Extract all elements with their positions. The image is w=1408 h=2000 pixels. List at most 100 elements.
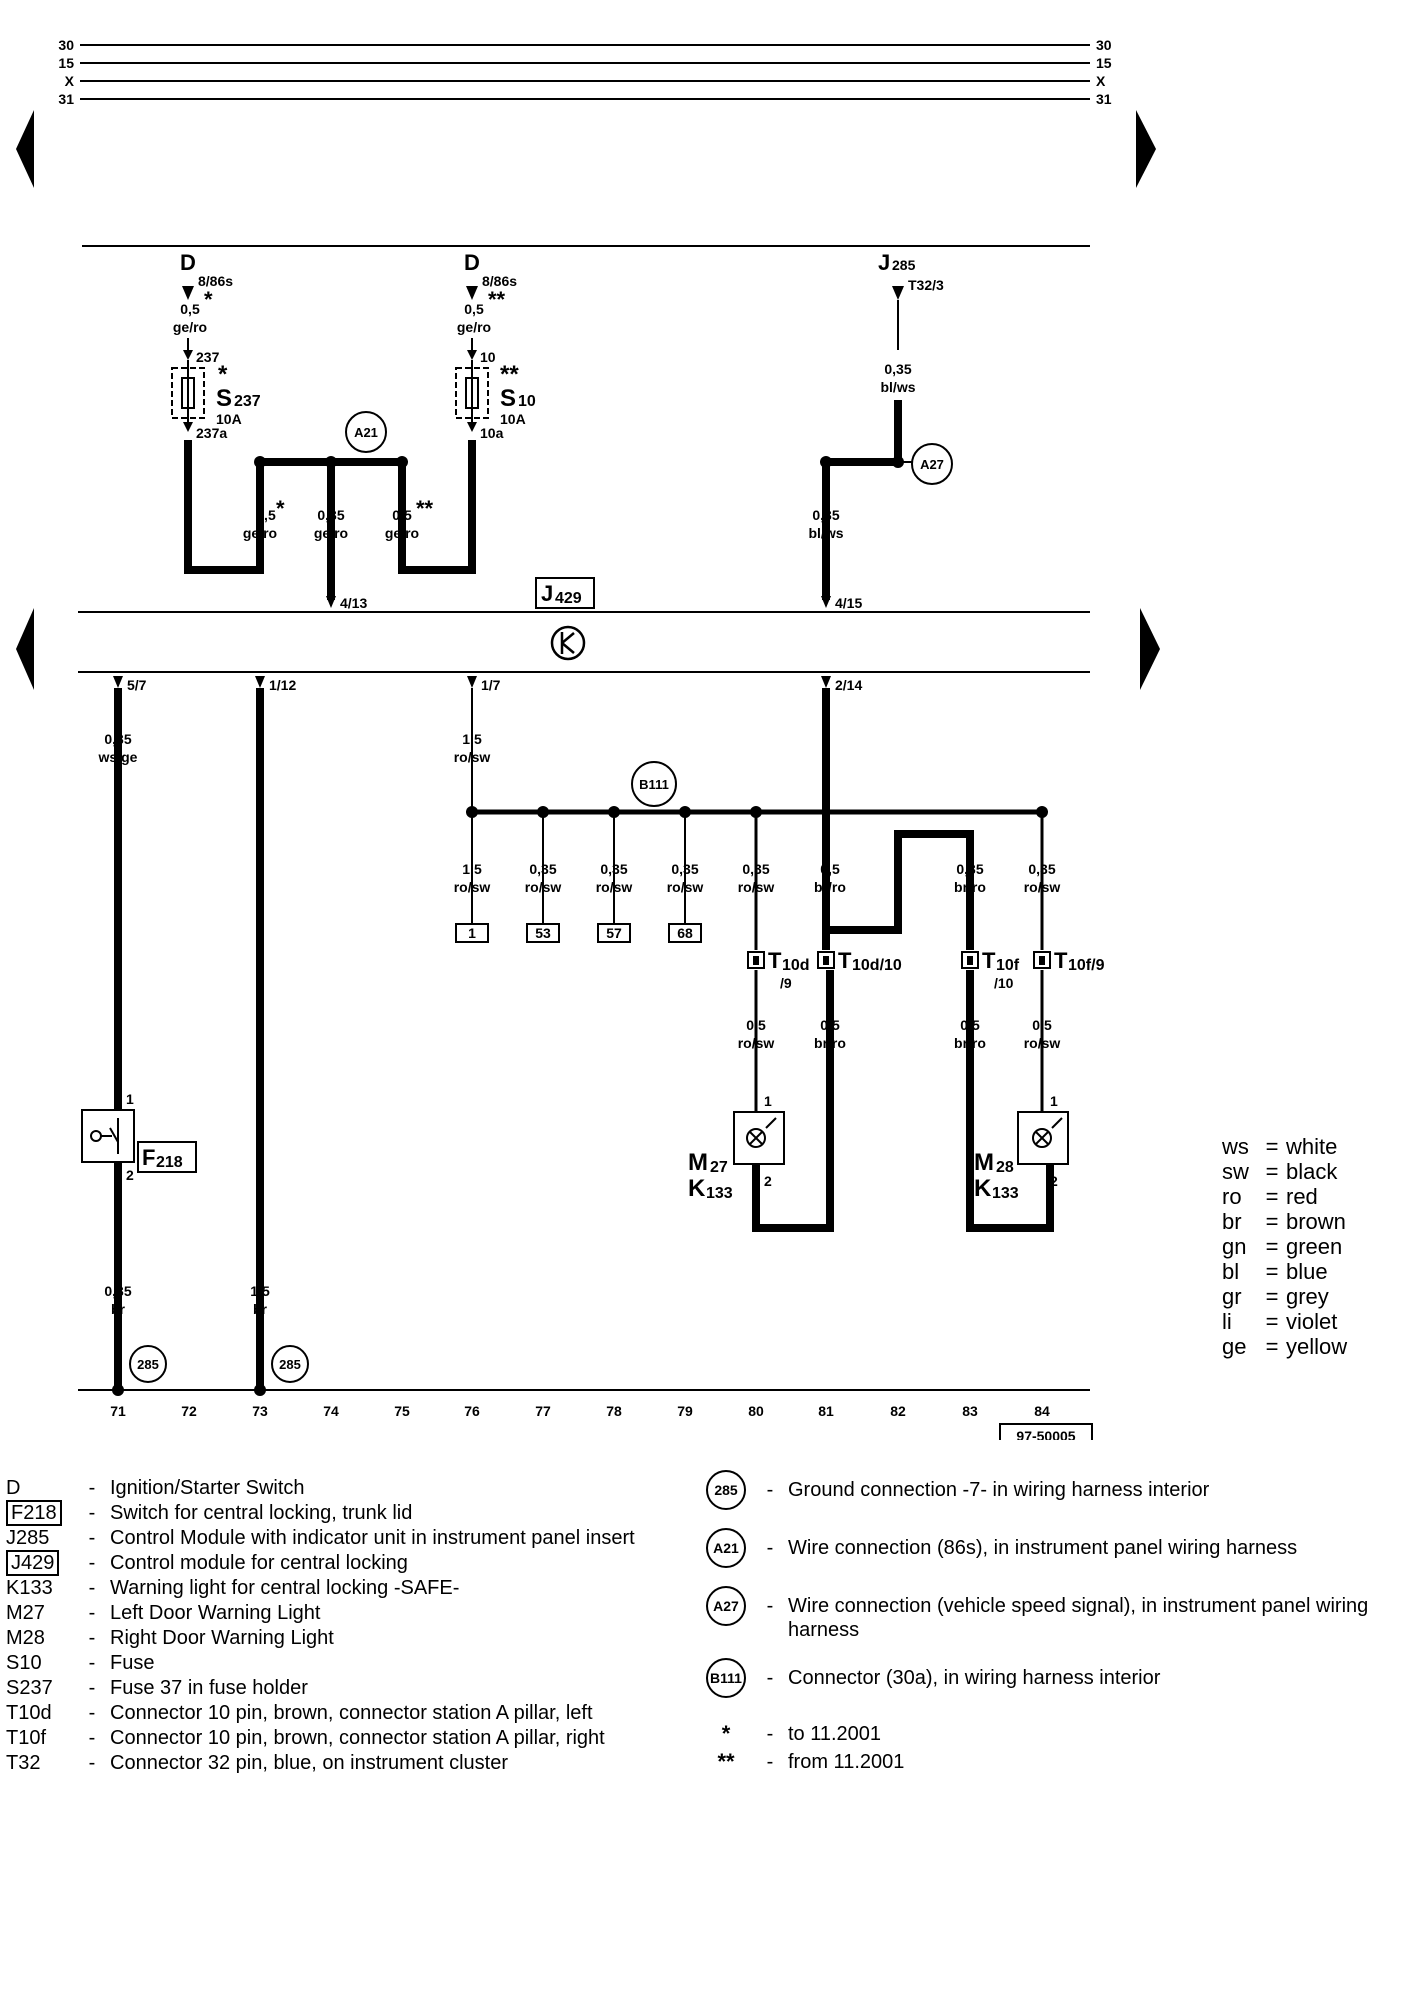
wire-a27 (822, 400, 902, 600)
ground-285-icon (271, 1345, 309, 1383)
marker-right: ** (488, 287, 506, 312)
ref-box-68[interactable] (668, 923, 702, 943)
ref-68[interactable]: 68 (677, 925, 693, 941)
b111-label: B111 (639, 777, 669, 792)
color-abbr: bl (1222, 1259, 1240, 1284)
b111-branch-color-2: ro/sw (525, 879, 562, 895)
connection-desc: Wire connection (86s), in instrument pan… (788, 1537, 1298, 1559)
color-legend-row: ro=red (1222, 1184, 1402, 1209)
ref-box-1[interactable] (455, 923, 489, 943)
legend-row: D-Ignition/Starter Switch (6, 1476, 686, 1501)
j429-sub: 429 (555, 590, 582, 607)
note-desc: from 11.2001 (788, 1751, 905, 1773)
prev-page-arrow-mid-icon[interactable] (16, 608, 34, 690)
j285-prefix: J (878, 250, 890, 275)
legend-row: J429-Control module for central locking (6, 1550, 686, 1576)
b111-connection-icon (631, 761, 677, 807)
module-pin-71: 5/7 (127, 677, 147, 693)
track-number: 79 (677, 1403, 693, 1419)
wire-crossover (822, 830, 974, 950)
dash: - (88, 1552, 96, 1574)
lower-color-1: ro/sw (738, 1035, 775, 1051)
lower-gauge-1: 0,5 (746, 1017, 766, 1033)
prev-page-arrow-top-icon[interactable] (16, 110, 34, 188)
pin-bottom-right: 10a (480, 425, 504, 441)
dash: - (766, 1537, 774, 1559)
dash: - (88, 1577, 96, 1599)
track-number: 74 (323, 1403, 339, 1419)
figure-id: 97-50005 (1016, 1428, 1075, 1440)
note-symbol: ** (717, 1749, 735, 1774)
note-symbol: * (721, 1721, 731, 1746)
dash: - (88, 1752, 96, 1774)
col73-ground: 285 (279, 1357, 301, 1372)
col71-color2: br (111, 1301, 126, 1317)
color-name: white (1286, 1134, 1338, 1159)
ref-53[interactable]: 53 (535, 925, 551, 941)
track-number: 81 (818, 1403, 834, 1419)
color-abbr: br (1222, 1209, 1242, 1234)
a21-junction: A21 0,5 * ge/ro 0,35 ge/ro 0,5 ** ge/ro (243, 411, 434, 600)
color-legend-row: gr=grey (1222, 1284, 1402, 1309)
col71-gauge: 0,35 (104, 731, 131, 747)
legend-row: A27-Wire connection (vehicle speed signa… (700, 1584, 1400, 1642)
switch-contact-icon (90, 1130, 102, 1142)
b111-branch-color-3: ro/sw (596, 879, 633, 895)
m28-prefix: M (974, 1149, 994, 1176)
wire-s10 (398, 440, 476, 574)
ref-box-53[interactable] (526, 923, 560, 943)
component-code: J285 (6, 1527, 50, 1549)
fuse-rating-right: 10A (500, 411, 526, 427)
legend-row: A21-Wire connection (86s), in instrument… (700, 1526, 1400, 1570)
next-page-arrow-mid-icon[interactable] (1140, 608, 1160, 690)
fuse-holder-left (171, 367, 205, 419)
track-number: 76 (464, 1403, 480, 1419)
lamp-left-pin-top: 1 (764, 1093, 772, 1109)
legend-row: S10-Fuse (6, 1651, 686, 1676)
ref-box-57[interactable] (597, 923, 631, 943)
component-code: F218 (6, 1500, 62, 1526)
wire-s237 (184, 440, 264, 574)
b111-branch-gauge-5: 0,35 (742, 861, 769, 877)
dash: - (88, 1652, 96, 1674)
equals-sign: = (1265, 1284, 1279, 1309)
note-row: **-from 11.2001 (700, 1750, 1400, 1774)
switch-terminal-arrow-left-icon (182, 286, 194, 300)
pin-top-left: 237 (196, 349, 220, 365)
b111-branch-color-4: ro/sw (667, 879, 704, 895)
electronic-module-icon (550, 625, 586, 661)
dash: - (88, 1702, 96, 1724)
color-abbr: ge (1222, 1334, 1247, 1359)
dash: - (88, 1627, 96, 1649)
next-page-arrow-top-icon[interactable] (1136, 110, 1156, 188)
connection-desc: Connector (30a), in wiring harness inter… (788, 1667, 1161, 1689)
ref-1[interactable]: 1 (468, 925, 476, 941)
switch-terminal-right: 8/86s (482, 273, 517, 289)
component-desc: Control module for central locking (110, 1552, 408, 1574)
fuse-s237-circuit: D 8/86s * 0,5 ge/ro 237 * S 237 10A 237a (171, 250, 264, 574)
track-number: 77 (535, 1403, 551, 1419)
a27-connection-icon (911, 443, 953, 485)
track-number: 80 (748, 1403, 764, 1419)
t10d10-prefix: T (838, 948, 852, 973)
b111-branch-color-6: br/ro (954, 879, 986, 895)
b111-branch-gauge-3: 0,35 (600, 861, 627, 877)
equals-sign: = (1265, 1234, 1279, 1259)
a21-connection-icon (345, 411, 387, 453)
dash: - (766, 1595, 774, 1617)
wire-color-legend: ws=white sw=black ro=red br=brown gn=gre… (1222, 1134, 1402, 1359)
ref-57[interactable]: 57 (606, 925, 622, 941)
legend-row: F218-Switch for central locking, trunk l… (6, 1500, 686, 1526)
equals-sign: = (1265, 1334, 1279, 1359)
rail-x-label-right: X (1096, 73, 1106, 89)
col71-ground: 285 (137, 1357, 159, 1372)
lower-gauge-2: 0,5 (820, 1017, 840, 1033)
color-name: blue (1286, 1259, 1328, 1284)
component-code: M27 (6, 1602, 45, 1624)
track-number: 84 (1034, 1403, 1050, 1419)
color-legend-row: br=brown (1222, 1209, 1402, 1234)
b111-branch-gauge-1: 1,5 (462, 861, 482, 877)
f218-circuit: 0,35 ws/ge 1 2 F 218 0,35 br 285 (81, 688, 197, 1396)
module-pin-76: 1/7 (481, 677, 501, 693)
j285-color: bl/ws (880, 379, 915, 395)
